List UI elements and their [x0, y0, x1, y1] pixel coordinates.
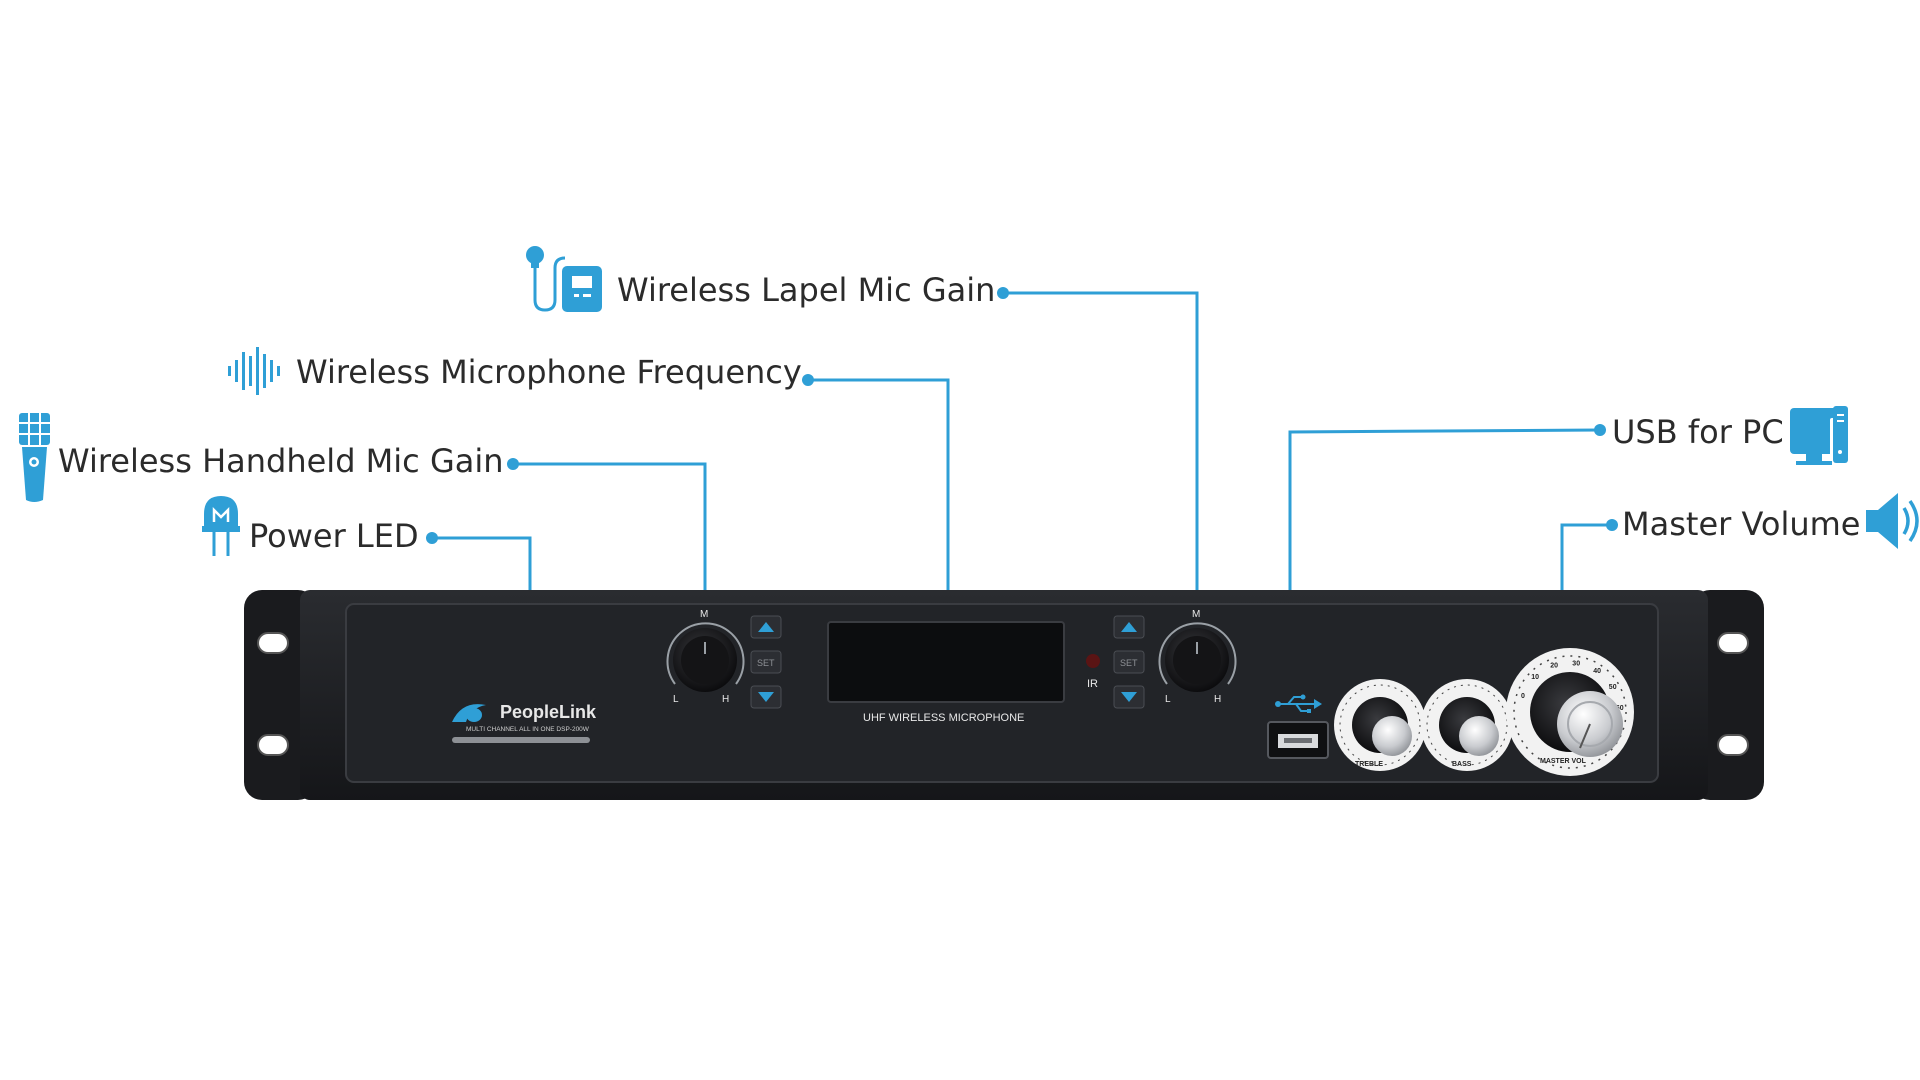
brand-logo: PeopleLink MULTI CHANNEL ALL IN ONE DSP-… — [452, 702, 597, 743]
master-label: MASTER VOL — [1540, 758, 1587, 765]
leader-line-frequency — [808, 378, 950, 590]
knob-label-m: M — [700, 609, 708, 620]
master-scale-tick-label: 60 — [1616, 705, 1624, 712]
knob-label-l: L — [1165, 694, 1171, 705]
sound-wave-icon — [228, 347, 280, 395]
leader-dot-frequency — [802, 374, 814, 386]
master-scale-tick-label: 10 — [1531, 674, 1539, 681]
set-button[interactable] — [1113, 650, 1145, 674]
leader-line-master — [1560, 523, 1612, 590]
lapel-gain-knob[interactable]: M L H — [1158, 609, 1237, 705]
callout-frequency-label: Wireless Microphone Frequency — [296, 353, 802, 391]
leader-line-usb — [1288, 428, 1601, 590]
rack-device: PeopleLink MULTI CHANNEL ALL IN ONE DSP-… — [244, 590, 1764, 800]
leader-dot-usb — [1594, 424, 1606, 436]
handheld-gain-knob[interactable]: M L H — [666, 609, 745, 705]
ir-label: IR — [1087, 678, 1098, 690]
logo-underline — [452, 737, 590, 743]
left-frequency-buttons: SET — [750, 615, 782, 709]
brand-name: PeopleLink — [500, 702, 597, 722]
usb-port[interactable] — [1267, 694, 1329, 759]
set-button-label: SET — [757, 658, 775, 668]
master-scale-tick-label: 0 — [1521, 693, 1525, 700]
led-icon — [202, 496, 240, 556]
callout-master-label: Master Volume — [1622, 505, 1860, 543]
mounting-slot — [1717, 734, 1749, 756]
leader-line-power — [432, 536, 532, 590]
callout-lapel-label: Wireless Lapel Mic Gain — [617, 271, 995, 309]
knob-label-h: H — [722, 694, 729, 705]
speaker-volume-icon — [1866, 493, 1919, 549]
callout-power-label: Power LED — [249, 517, 419, 555]
handheld-microphone-icon — [19, 413, 50, 502]
display-caption: UHF WIRELESS MICROPHONE — [863, 712, 1024, 724]
master-scale-tick-label: 50 — [1609, 684, 1617, 691]
mounting-slot — [257, 632, 289, 654]
knob-label-h: H — [1214, 694, 1221, 705]
right-frequency-buttons: SET — [1113, 615, 1145, 709]
set-button-label: SET — [1120, 658, 1138, 668]
master-volume-knob[interactable]: 010203040506070 MASTER VOL — [1506, 648, 1634, 776]
leader-dots — [426, 287, 1618, 544]
callout-handheld-label: Wireless Handheld Mic Gain — [58, 442, 504, 480]
leader-dot-master — [1606, 519, 1618, 531]
leader-line-lapel — [1003, 291, 1199, 590]
callout-usb-label: USB for PC — [1612, 413, 1784, 451]
lapel-mic-transmitter-icon — [526, 246, 602, 312]
treble-label: TREBLE — [1355, 761, 1383, 768]
desktop-computer-icon — [1790, 406, 1848, 465]
knob-label-m: M — [1192, 609, 1200, 620]
master-scale-tick-label: 30 — [1572, 660, 1580, 667]
leader-dot-lapel — [997, 287, 1009, 299]
leader-lines — [432, 291, 1612, 590]
usb-symbol-icon — [1275, 694, 1322, 713]
bass-knob[interactable]: BASS — [1421, 679, 1513, 771]
ir-sensor — [1086, 654, 1100, 668]
leader-line-handheld — [513, 462, 707, 590]
mounting-slot — [257, 734, 289, 756]
mounting-slot — [1717, 632, 1749, 654]
master-scale-tick-label: 40 — [1593, 668, 1601, 675]
master-scale-tick-label: 20 — [1550, 663, 1558, 670]
frequency-display — [827, 621, 1065, 703]
treble-knob[interactable]: TREBLE — [1334, 679, 1426, 771]
leader-dot-power — [426, 532, 438, 544]
knob-label-l: L — [673, 694, 679, 705]
model-line: MULTI CHANNEL ALL IN ONE DSP-200W — [466, 726, 590, 733]
bass-label: BASS — [1452, 761, 1472, 768]
set-button[interactable] — [750, 650, 782, 674]
leader-dot-handheld — [507, 458, 519, 470]
